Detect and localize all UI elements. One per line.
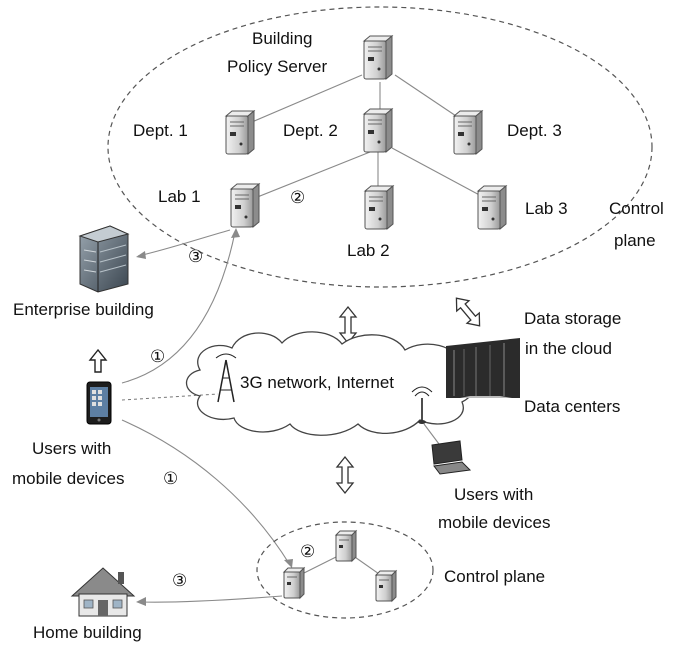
wireless-antenna-icon xyxy=(411,386,433,424)
step-three-marker-bottom: ③ xyxy=(172,571,187,591)
control-plane-home-label: Control plane xyxy=(444,567,545,586)
users-right-label-line1: Users with xyxy=(454,485,533,504)
control-plane-label-line1: Control xyxy=(609,199,664,218)
link-lab1-to-enterprise xyxy=(137,229,231,257)
building-policy-server-icon xyxy=(363,35,393,80)
link-phone-to-home-plane xyxy=(121,419,291,566)
tree-links xyxy=(244,74,486,201)
dept1-label: Dept. 1 xyxy=(133,121,188,140)
lab3-server-icon xyxy=(477,185,507,230)
cell-tower-icon xyxy=(215,353,237,403)
control-plane-boundary-home xyxy=(256,521,434,619)
internet-cloud xyxy=(185,331,476,436)
home-building-label: Home building xyxy=(33,623,142,642)
dept3-server-icon xyxy=(453,110,483,155)
double-arrow-bottom xyxy=(336,456,354,494)
step-three-marker-top: ③ xyxy=(188,247,203,267)
policy-server-label: Policy Server xyxy=(227,57,327,76)
link-home-plane-to-home xyxy=(139,595,283,603)
data-storage-label-line2: in the cloud xyxy=(525,339,612,358)
data-storage-label-line1: Data storage xyxy=(524,309,621,328)
building-label: Building xyxy=(252,29,313,48)
lab3-label: Lab 3 xyxy=(525,199,568,218)
link-phone-to-tower xyxy=(121,393,219,401)
step-one-marker-lower: ① xyxy=(163,469,178,489)
users-left-label-line2: mobile devices xyxy=(12,469,124,488)
mobile-phone-icon xyxy=(86,381,112,425)
dept3-label: Dept. 3 xyxy=(507,121,562,140)
users-right-label-line2: mobile devices xyxy=(438,513,550,532)
home-server-right-icon xyxy=(375,570,397,602)
home-link-right xyxy=(351,554,383,577)
double-arrow-diagonal xyxy=(449,292,487,332)
step-two-marker-top: ② xyxy=(290,188,305,208)
control-plane-boundary-top xyxy=(107,6,653,288)
lab2-label: Lab 2 xyxy=(347,241,390,260)
step-one-marker-upper: ① xyxy=(150,347,165,367)
lab1-server-icon xyxy=(230,183,260,228)
dept1-server-icon xyxy=(225,110,255,155)
up-arrow-icon xyxy=(88,348,108,373)
lab2-server-icon xyxy=(364,185,394,230)
link-phone-to-lab1 xyxy=(121,231,236,384)
laptop-icon xyxy=(431,440,472,475)
enterprise-building-icon xyxy=(78,225,130,293)
network-label: 3G network, Internet xyxy=(240,373,394,392)
control-plane-label-line2: plane xyxy=(614,231,656,250)
home-root-server-icon xyxy=(335,530,357,562)
lab1-label: Lab 1 xyxy=(158,187,201,206)
dept2-server-icon xyxy=(363,108,393,153)
step-two-marker-bottom: ② xyxy=(300,542,315,562)
users-left-label-line1: Users with xyxy=(32,439,111,458)
home-server-left-icon xyxy=(283,567,305,599)
home-link-left xyxy=(299,554,341,576)
dept2-label: Dept. 2 xyxy=(283,121,338,140)
enterprise-building-label: Enterprise building xyxy=(13,300,154,319)
home-building-icon xyxy=(70,567,136,617)
data-centers-label: Data centers xyxy=(524,397,620,416)
data-center-icon xyxy=(446,338,520,398)
